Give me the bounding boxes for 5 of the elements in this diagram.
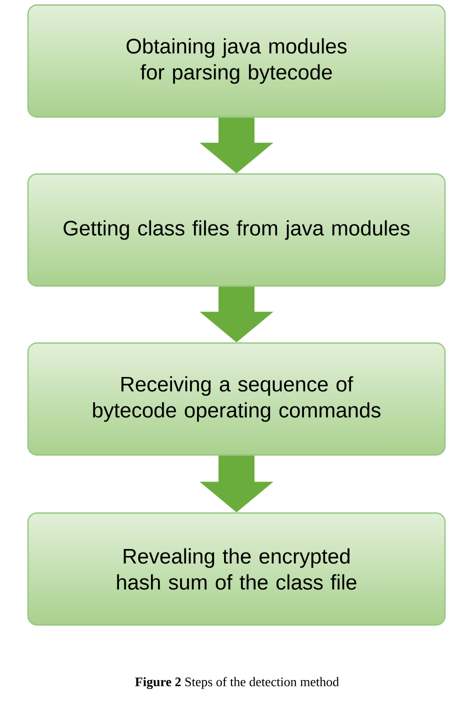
figure-caption: Figure 2 Steps of the detection method — [135, 676, 339, 690]
process-box: Revealing the encrypted hash sum of the class file — [27, 512, 446, 626]
process-box: Obtaining java modules for parsing bytecode — [27, 4, 446, 118]
process-box: Getting class files from java modules — [27, 173, 446, 287]
process-box: Receiving a sequence of bytecode operating commands — [27, 342, 446, 456]
